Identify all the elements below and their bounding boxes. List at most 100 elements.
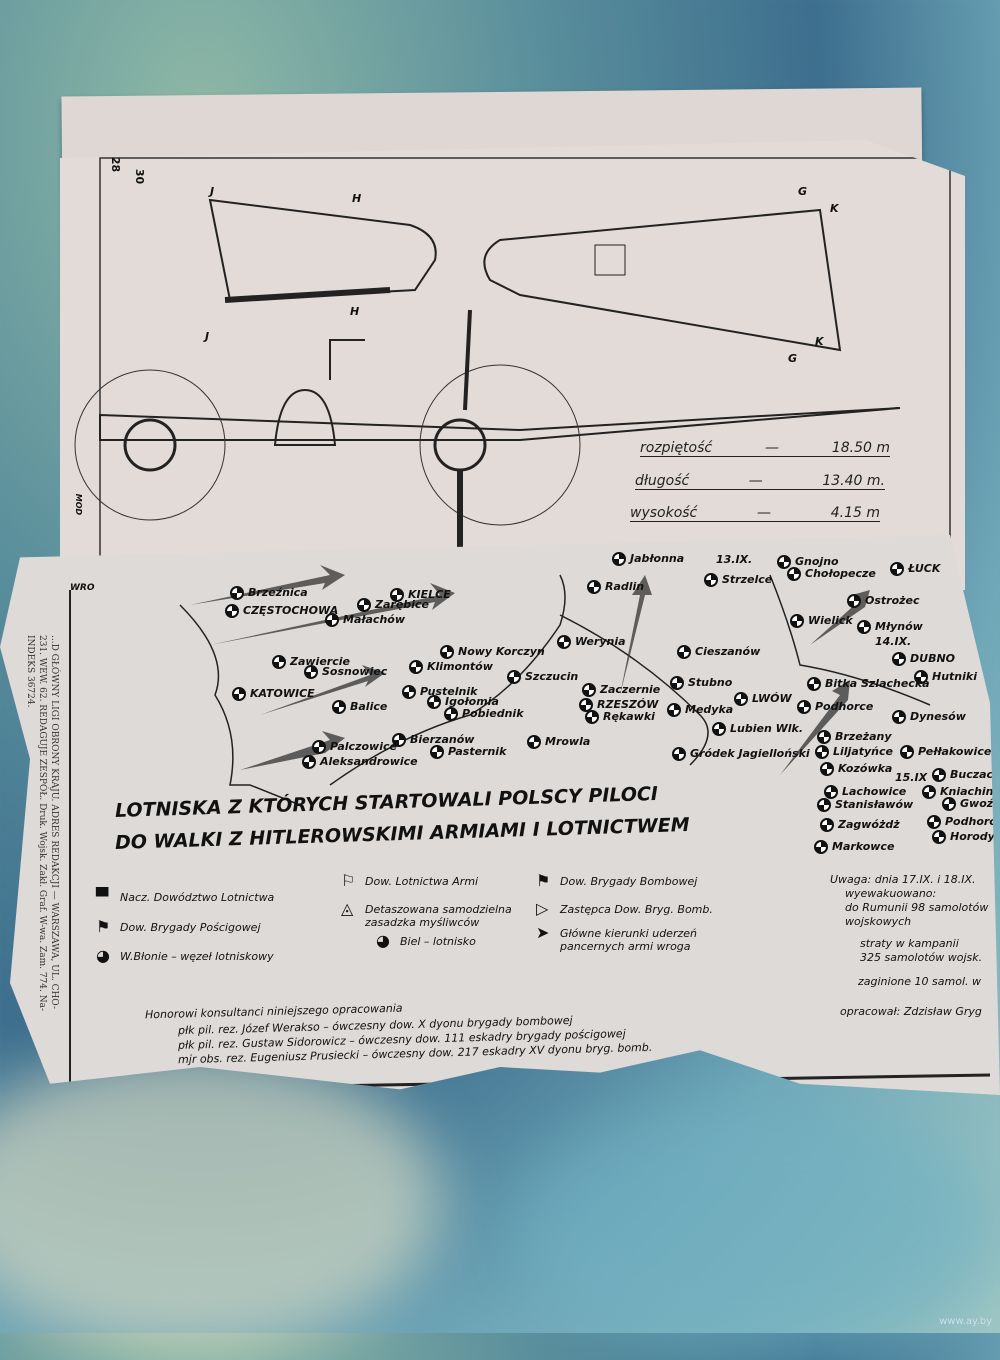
triangle-flag-icon: ▷	[536, 899, 549, 918]
pennant-flag-icon: ⚐	[341, 871, 356, 890]
place-label: Dynesów	[910, 710, 966, 723]
place-label: KATOWICE	[250, 687, 315, 700]
bomber-flag-icon: ⚑	[536, 871, 551, 890]
place-label: ŁUCK	[908, 562, 941, 575]
place-label: Młynów	[875, 620, 923, 633]
airfield-icon	[820, 762, 834, 776]
place-label: Lachowice	[842, 785, 907, 798]
airfield-icon	[667, 703, 681, 717]
place-label: KIELCE	[408, 588, 451, 601]
airfield-icon	[325, 613, 339, 627]
spec-label: długość	[635, 473, 690, 489]
airfield-icon	[942, 797, 956, 811]
legend-label: W.Błonie – węzeł lotniskowy	[120, 950, 274, 963]
airfield-icon	[427, 695, 441, 709]
airfield-icon	[900, 745, 914, 759]
airfield-icon	[777, 555, 791, 569]
airfield-icon	[272, 655, 286, 669]
author-credit: opracował: Zdzisław Gryg	[840, 1005, 982, 1018]
note-line: wyewakuowano:	[845, 887, 937, 900]
watermark: www.ay.by	[939, 1316, 992, 1327]
legend-label: Biel – lotnisko	[400, 935, 476, 948]
section-letter: J	[210, 185, 215, 198]
arrow-icon: ➤	[536, 923, 550, 942]
place-label: Pełłakowice	[918, 745, 992, 758]
legend-label: Dow. Brygady Bombowej	[560, 875, 698, 888]
note-line: wojskowych	[845, 915, 912, 928]
note-line: straty w kampanii	[860, 937, 959, 950]
tail-fin	[329, 339, 365, 380]
airfield-icon	[332, 700, 346, 714]
place-label: Zagwóżdż	[838, 818, 900, 831]
place-label: Brzeżany	[835, 730, 892, 743]
left-engine	[123, 418, 177, 472]
place-label: Gródek Jagielloński	[690, 747, 810, 760]
place-label: Bierzanów	[410, 733, 475, 746]
airfield-icon	[820, 818, 834, 832]
airfield-icon	[797, 700, 811, 714]
aircraft-drawing	[74, 157, 951, 590]
page-number: 28	[109, 156, 123, 173]
place-label: DUBNO	[910, 652, 956, 665]
place-label: Brzeźnica	[248, 586, 308, 599]
airfield-icon	[587, 580, 601, 594]
place-label: Mrowla	[545, 735, 591, 748]
airfield-icon	[677, 645, 691, 659]
airfield-icon	[815, 745, 829, 759]
spec-dash: —	[748, 473, 763, 489]
left-propeller-disc	[74, 369, 226, 521]
note-line: 325 samolotów wojsk.	[860, 951, 983, 964]
airfield-icon	[444, 707, 458, 721]
place-label: Aleksandrowice	[320, 755, 418, 768]
airfield-icon	[857, 620, 871, 634]
left-wing-outline	[208, 198, 437, 302]
river-line	[329, 574, 566, 786]
airfield-icon	[225, 604, 239, 618]
airfield-icon	[670, 676, 684, 690]
note-line: do Rumunii 98 samolotów	[845, 901, 989, 914]
airfield-icon: ◕	[96, 946, 110, 965]
imprint-line: ...D GŁÓWNY LIGI OBRONY KRAJU. ADRES RED…	[49, 635, 59, 1010]
place-label: 13.IX.	[716, 553, 753, 566]
airfield-icon	[892, 710, 906, 724]
airfield-icon	[914, 670, 928, 684]
place-label: Pasternik	[448, 745, 507, 758]
airfield-icon	[734, 692, 748, 706]
spec-label: rozpiętość	[640, 440, 713, 456]
airfield-icon	[585, 710, 599, 724]
river-line	[559, 614, 709, 766]
airfield-icon	[612, 552, 626, 566]
legend-label: Główne kierunki uderzeń pancernych armi …	[560, 927, 697, 953]
place-label: Stanisławów	[835, 798, 914, 811]
section-letter: H	[350, 305, 360, 318]
spec-value: 4.15 m	[830, 505, 880, 521]
place-label: Bitka Szlachecka	[825, 677, 930, 690]
place-label: LWÓW	[752, 692, 792, 705]
note-line: Uwaga: dnia 17.IX. i 18.IX.	[830, 873, 976, 886]
place-label: Chołopecze	[805, 567, 876, 580]
front-view-wing	[99, 407, 901, 441]
place-label: Hutniki	[932, 670, 977, 683]
place-label: Kniachinin	[940, 785, 1000, 798]
place-label: Podhorce	[815, 700, 874, 713]
place-label: RZESZÓW	[597, 698, 659, 711]
place-label: Radlin	[605, 580, 645, 593]
airfield-icon	[807, 677, 821, 691]
airfield-icon	[892, 652, 906, 666]
airfield-icon	[704, 573, 718, 587]
place-label: Palczowice	[330, 740, 397, 753]
aircraft-drawing-sheet: 28 30 J H G K H J K G MOD rozpiętość—18.…	[60, 140, 965, 590]
place-label: Balice	[350, 700, 388, 713]
airfield-icon	[312, 740, 326, 754]
place-label: Medyka	[685, 703, 734, 716]
airfield-icon	[527, 735, 541, 749]
page-number: 30	[133, 168, 147, 185]
spec-length: długość—13.40 m.	[635, 473, 885, 490]
airfield-icon	[890, 562, 904, 576]
airfield-icon	[847, 594, 861, 608]
left-aileron	[224, 287, 391, 303]
triangle-circle-icon: ◬	[341, 899, 354, 918]
swallowtail-flag-icon: ⚑	[96, 917, 111, 936]
place-label: Podhorodyszcze	[945, 815, 1000, 828]
place-label: Werynia	[575, 635, 626, 648]
